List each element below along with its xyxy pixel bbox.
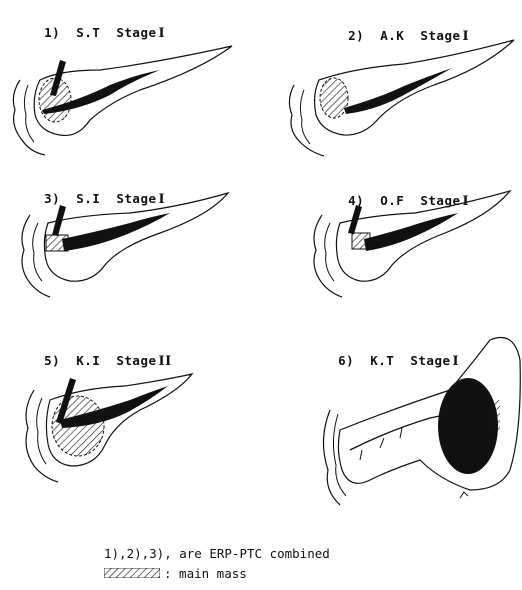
pancreas-sketch-4 xyxy=(300,195,520,305)
stage-word: Stage xyxy=(116,353,156,368)
stage-numeral: I xyxy=(159,26,166,41)
legend: : main mass xyxy=(104,566,464,584)
panel-number: 5) xyxy=(44,353,60,368)
pancreas-sketch-5 xyxy=(0,370,260,490)
hatch-swatch xyxy=(104,568,160,578)
legend-label: : main mass xyxy=(164,566,247,581)
patient-initials: K.I xyxy=(76,353,100,368)
footnote: 1),2),3), are ERP-PTC combined xyxy=(104,546,330,561)
pancreas-sketch-6 xyxy=(300,330,522,530)
panel-number: 1) xyxy=(44,25,60,40)
patient-initials: S.T xyxy=(76,25,100,40)
pancreas-sketch-1 xyxy=(0,40,260,160)
pancreas-sketch-2 xyxy=(284,40,522,160)
stage-word: Stage xyxy=(116,25,156,40)
pancreas-sketch-3 xyxy=(0,195,260,305)
stage-numeral: II xyxy=(159,354,172,369)
